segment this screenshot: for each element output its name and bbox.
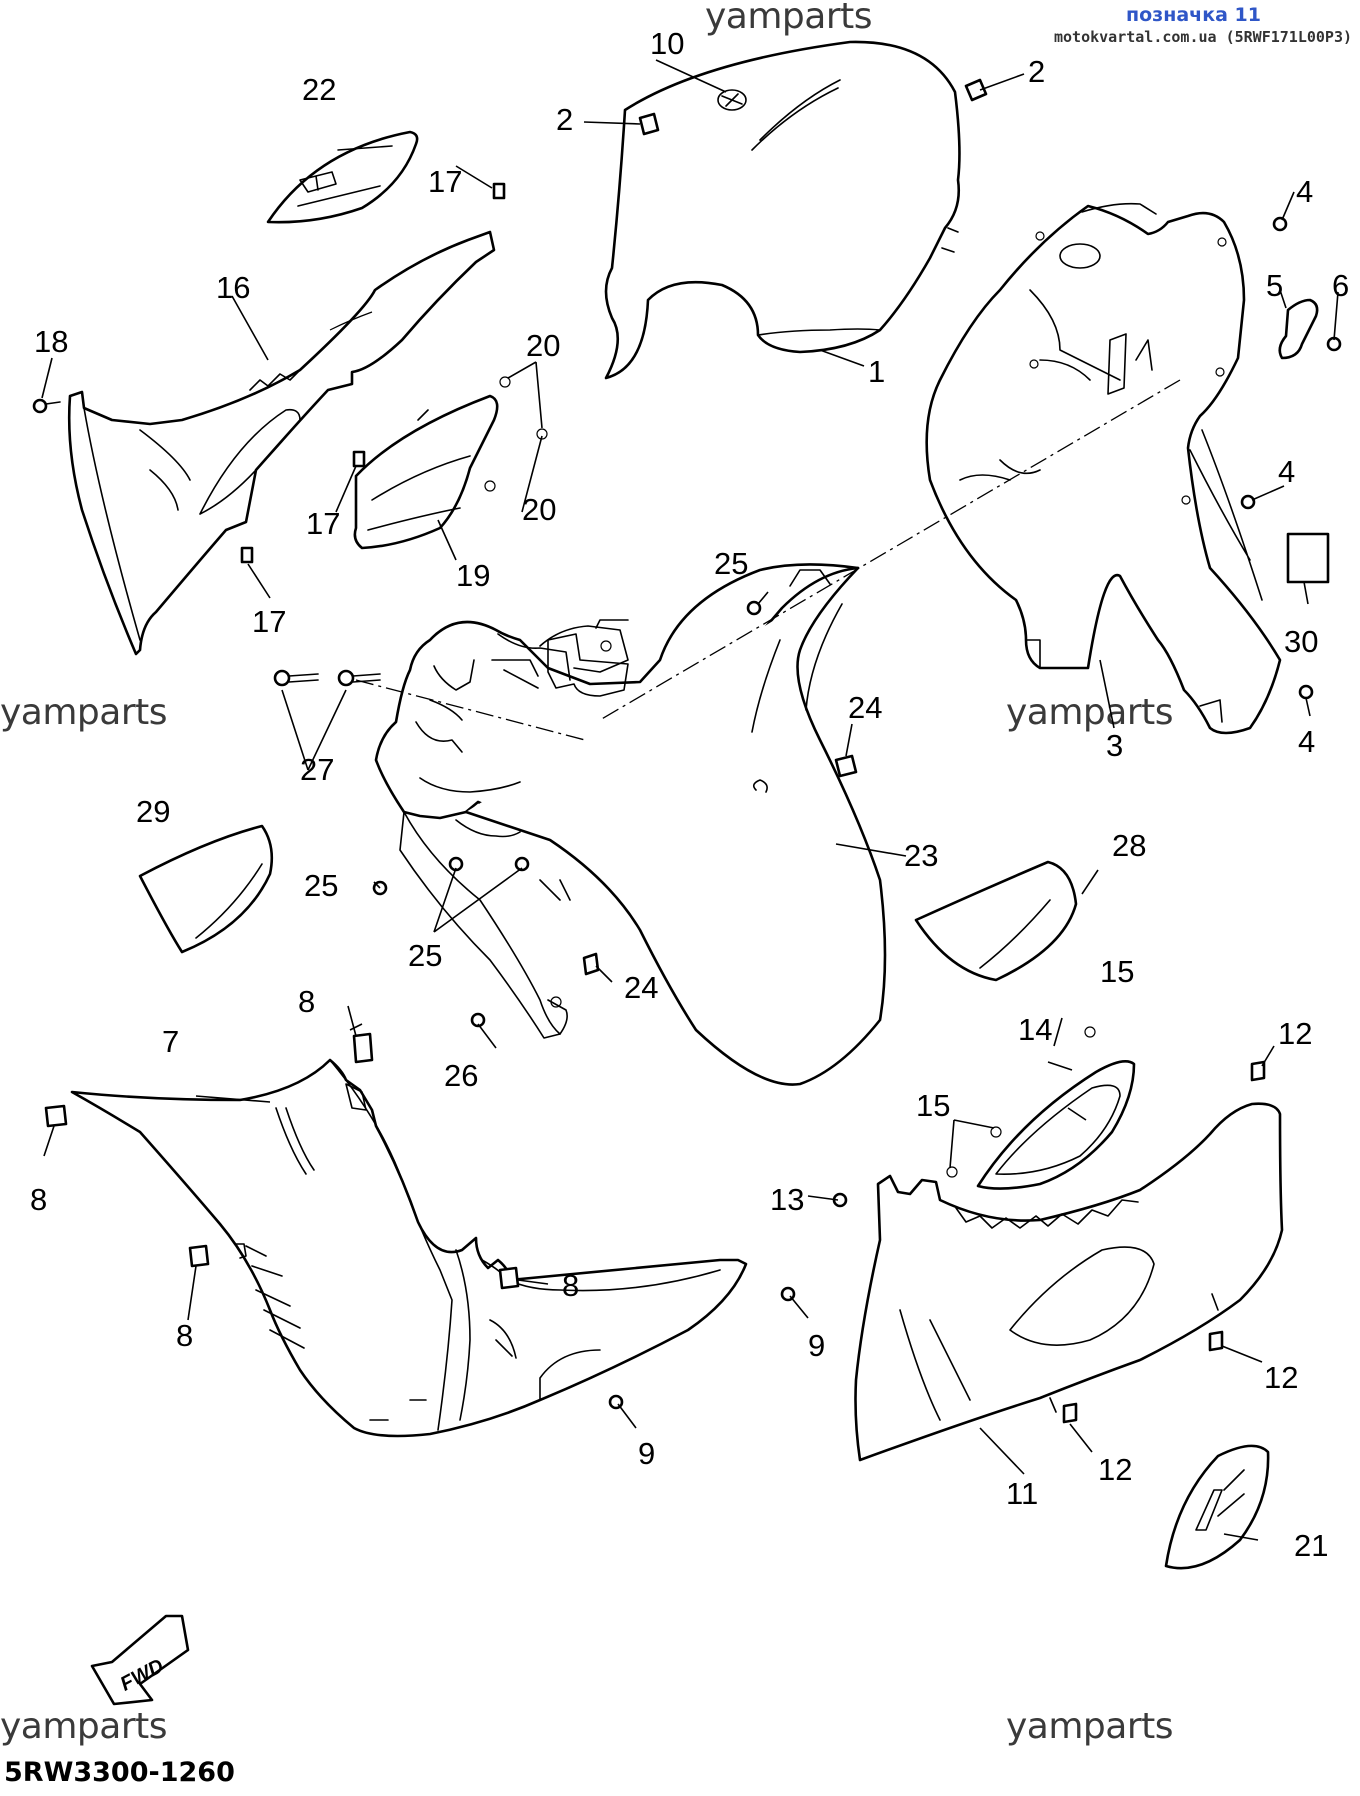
callout-15: 15	[1100, 954, 1134, 989]
part-11-lower-cover	[854, 1102, 1284, 1462]
callout-8: 8	[298, 984, 315, 1019]
callout-15: 15	[916, 1088, 950, 1123]
callout-20: 20	[522, 492, 556, 527]
callout-4: 4	[1278, 454, 1295, 489]
callout-11: 11	[1006, 1476, 1038, 1511]
part-7-lower-cover	[70, 1058, 748, 1438]
part-2-clip	[638, 78, 988, 136]
callout-9: 9	[638, 1436, 655, 1471]
callout-8: 8	[176, 1318, 193, 1353]
callout-4: 4	[1298, 724, 1315, 759]
leader-lines	[41, 59, 1339, 1541]
callout-1: 1	[868, 354, 885, 389]
callout-2: 2	[556, 102, 573, 137]
callout-29: 29	[136, 794, 170, 829]
part-16-side-cover	[67, 230, 496, 656]
callout-14: 14	[1018, 1012, 1052, 1047]
part-14-vent-cover	[976, 1060, 1136, 1190]
callout-24: 24	[848, 690, 882, 725]
callout-25: 25	[304, 868, 338, 903]
callout-6: 6	[1332, 268, 1349, 303]
callout-21: 21	[1294, 1528, 1328, 1563]
callout-4: 4	[1296, 174, 1313, 209]
part-22-emblem	[266, 130, 419, 224]
part-28-decal	[914, 860, 1078, 982]
bracket-ghost	[355, 379, 1181, 741]
callout-7: 7	[162, 1024, 179, 1059]
callout-17: 17	[306, 506, 340, 541]
watermark: yamparts	[1006, 692, 1174, 733]
callout-22: 22	[302, 72, 336, 107]
callout-17: 17	[252, 604, 286, 639]
watermark: yamparts	[705, 0, 873, 37]
callout-8: 8	[30, 1182, 47, 1217]
callout-12: 12	[1264, 1360, 1298, 1395]
callout-9: 9	[808, 1328, 825, 1363]
callout-26: 26	[444, 1058, 478, 1093]
part-24-nut	[582, 754, 858, 976]
part-25-screw	[372, 600, 762, 896]
callout-2: 2	[1028, 54, 1045, 89]
part-19-inner-panel	[353, 394, 499, 550]
part-23-front-cover	[374, 563, 887, 1086]
part-26-screw	[470, 1012, 486, 1028]
callout-28: 28	[1112, 828, 1146, 863]
part-5-bracket	[1278, 298, 1319, 360]
part-8-clip	[44, 1032, 520, 1290]
callout-labels: 10 2 2 1 22 17 16 18 20 20 17 19 17 4 5 …	[30, 26, 1349, 1563]
part-17-clip	[240, 182, 506, 564]
callout-13: 13	[770, 1182, 804, 1217]
callout-8: 8	[562, 1268, 579, 1303]
callout-17: 17	[428, 164, 462, 199]
callout-20: 20	[526, 328, 560, 363]
part-21-emblem	[1164, 1444, 1270, 1570]
diagram-label: позначка 11	[1126, 4, 1261, 26]
callout-27: 27	[300, 752, 334, 787]
fwd-arrow-icon: FWD	[90, 1614, 190, 1706]
part-15-grommet	[946, 1026, 1096, 1178]
document-number: 5RW3300-1260	[4, 1757, 235, 1788]
callout-10: 10	[650, 26, 684, 61]
diagram-source: motokvartal.com.ua (5RWF171L00P3)	[1053, 28, 1352, 46]
part-3-inner-panel	[925, 202, 1282, 735]
part-30-label	[1286, 532, 1330, 584]
callout-25: 25	[714, 546, 748, 581]
watermark: yamparts	[0, 692, 168, 733]
callout-12: 12	[1278, 1016, 1312, 1051]
callout-5: 5	[1266, 268, 1283, 303]
part-27-bolt	[273, 669, 381, 687]
watermark: yamparts	[1006, 1706, 1174, 1747]
part-12-clip	[1062, 1060, 1266, 1424]
part-18-screw	[32, 398, 61, 414]
part-1-front-panel	[604, 40, 961, 380]
callout-24: 24	[624, 970, 658, 1005]
part-29-decal	[138, 824, 274, 954]
watermark: yamparts	[0, 1706, 168, 1747]
part-20-grommet	[484, 376, 548, 492]
callout-16: 16	[216, 270, 250, 305]
callout-23: 23	[904, 838, 938, 873]
part-4-screw	[1240, 216, 1314, 700]
callout-25: 25	[408, 938, 442, 973]
callout-19: 19	[456, 558, 490, 593]
callout-30: 30	[1284, 624, 1318, 659]
callout-18: 18	[34, 324, 68, 359]
callout-12: 12	[1098, 1452, 1132, 1487]
callout-3: 3	[1106, 728, 1123, 763]
